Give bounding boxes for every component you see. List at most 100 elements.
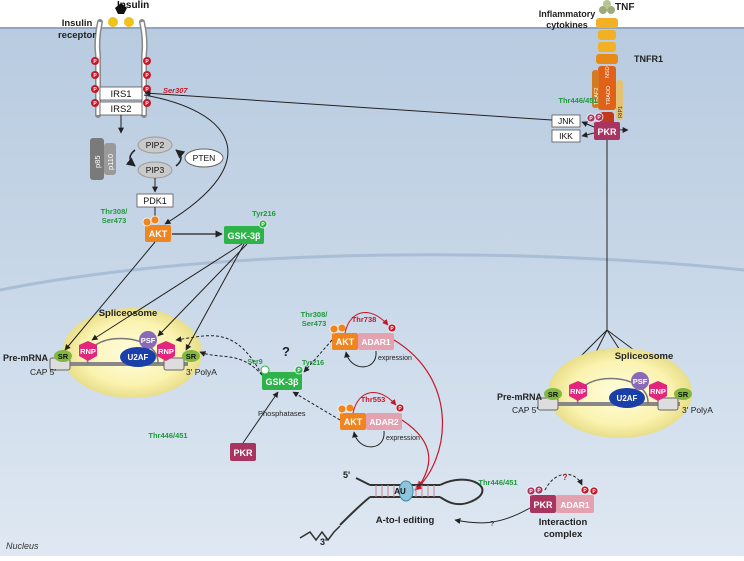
svg-text:P: P xyxy=(529,489,533,495)
receptor-phospho-sites xyxy=(91,57,151,107)
adar2-nuc xyxy=(366,413,402,430)
svg-text:P: P xyxy=(93,101,97,107)
sr-left-2-label: SR xyxy=(186,352,197,361)
akt-nuc-1 xyxy=(332,333,358,350)
rna-hairpin xyxy=(299,477,484,542)
gsk3b-nuc xyxy=(262,372,302,390)
tradd-label: TRADD xyxy=(606,86,612,105)
p85-label: p85 xyxy=(93,155,102,168)
u2af-left-label: U2AF xyxy=(128,353,149,362)
p85-subunit xyxy=(90,138,104,180)
akt-sites-1: Thr308/ xyxy=(101,207,129,216)
u2af-right xyxy=(609,388,645,408)
pkr-cyto xyxy=(594,122,620,140)
svg-text:P: P xyxy=(583,488,587,494)
spliceosome-left-label: Spliceosome xyxy=(99,308,158,319)
sr-left-1 xyxy=(54,350,72,362)
p110-subunit xyxy=(104,143,116,175)
rnp-left-1-label: RNP xyxy=(80,347,96,356)
a-to-i-label: A-to-I editing xyxy=(376,515,435,526)
svg-text:P: P xyxy=(145,59,149,65)
pip3-label: PIP3 xyxy=(146,165,165,175)
pip2-node xyxy=(137,136,173,154)
phosphatases-label: Phosphatases xyxy=(258,409,306,418)
rnp-right-1-label: RNP xyxy=(570,387,586,396)
svg-text:P: P xyxy=(93,73,97,79)
tnfr1-receptor xyxy=(592,0,623,126)
cap5-left: CAP 5' xyxy=(30,367,56,377)
pten-node xyxy=(184,148,224,168)
jnk-box xyxy=(551,114,581,128)
svg-text:P: P xyxy=(93,87,97,93)
rnp-right-2 xyxy=(649,381,667,401)
adar1-nuc-label: ADAR1 xyxy=(361,337,391,347)
pre-mrna-right: Pre-mRNA xyxy=(497,392,543,402)
psf-left-label: PSF xyxy=(141,336,156,345)
adar1-complex xyxy=(556,495,594,513)
sr-right-2-label: SR xyxy=(678,390,689,399)
svg-text:P: P xyxy=(145,101,149,107)
rnp-right-2-label: RNP xyxy=(650,387,666,396)
u2af-left xyxy=(120,347,156,367)
svg-text:P: P xyxy=(597,115,601,121)
thr553-label: Thr553 xyxy=(361,395,386,404)
sr-left-2 xyxy=(182,350,200,362)
gsk3b-nuc-label: GSK-3β xyxy=(266,377,300,387)
polya-left: 3' PolyA xyxy=(186,367,217,377)
rnp-left-2-label: RNP xyxy=(158,347,174,356)
rnp-right-1 xyxy=(569,381,587,401)
rnp-left-2 xyxy=(157,341,175,361)
cap5-right: CAP 5' xyxy=(512,405,538,415)
adar1-nuc xyxy=(358,333,394,350)
svg-text:P: P xyxy=(93,59,97,65)
pkr-nuc-left-label: PKR xyxy=(233,448,253,458)
pkr-complex-label: PKR xyxy=(533,500,553,510)
ser9-label: Ser9 xyxy=(247,359,262,366)
nsd-label: NSD xyxy=(605,66,611,78)
svg-text:P: P xyxy=(297,368,301,374)
question-complex: ? xyxy=(563,473,568,482)
five-prime-label: 5' xyxy=(343,470,350,480)
expression-1: expression xyxy=(378,355,412,362)
irs2-label: IRS2 xyxy=(110,104,131,115)
question-editing: ? xyxy=(490,519,494,528)
svg-text:P: P xyxy=(145,73,149,79)
adar2-nuc-label: ADAR2 xyxy=(369,417,399,427)
insulin-receptor-label-2: receptor xyxy=(58,30,96,41)
polya-right: 3' PolyA xyxy=(682,405,713,415)
tyr216-cyto: Tyr216 xyxy=(252,209,276,218)
pkr-cyto-label: PKR xyxy=(597,127,617,137)
akt-nuc-1-label: AKT xyxy=(336,337,355,347)
nucleus-label: Nucleus xyxy=(6,541,39,551)
three-prime-label: 3' xyxy=(320,537,327,547)
irs1-box xyxy=(99,86,143,101)
sr-right-1 xyxy=(544,388,562,400)
insulin-label: Insulin xyxy=(117,0,149,11)
psf-right-label: PSF xyxy=(633,377,648,386)
rip1-label: RIP1 xyxy=(618,106,624,118)
gsk3b-cyto xyxy=(224,226,264,244)
tnfr1-label: TNFR1 xyxy=(634,54,663,64)
jnk-label: JNK xyxy=(558,116,574,126)
svg-text:P: P xyxy=(390,326,394,332)
akt-nuc-2 xyxy=(340,413,366,430)
exon-left-2 xyxy=(163,357,185,371)
akt-nuc-2-label: AKT xyxy=(344,417,363,427)
pkr-complex-sites: Thr446/451 xyxy=(478,478,517,487)
pkr-sites-cyto: Thr446/451 xyxy=(558,96,597,105)
cytokines-label-2: cytokines xyxy=(546,20,588,30)
svg-text:P: P xyxy=(589,116,593,122)
svg-text:P: P xyxy=(398,406,402,412)
au-label: AU xyxy=(394,487,406,496)
insulin-receptor-label-1: Insulin xyxy=(62,18,93,29)
adar1-complex-label: ADAR1 xyxy=(560,500,590,510)
interaction-complex-1: Interaction xyxy=(539,517,588,528)
svg-text:P: P xyxy=(537,488,541,494)
sr-right-2 xyxy=(674,388,692,400)
svg-text:P: P xyxy=(261,222,265,228)
akt-cyto-label: AKT xyxy=(149,229,168,239)
cytokines-label-1: Inflammatory xyxy=(539,9,596,19)
ikk-box xyxy=(551,129,581,143)
svg-text:P: P xyxy=(592,489,596,495)
